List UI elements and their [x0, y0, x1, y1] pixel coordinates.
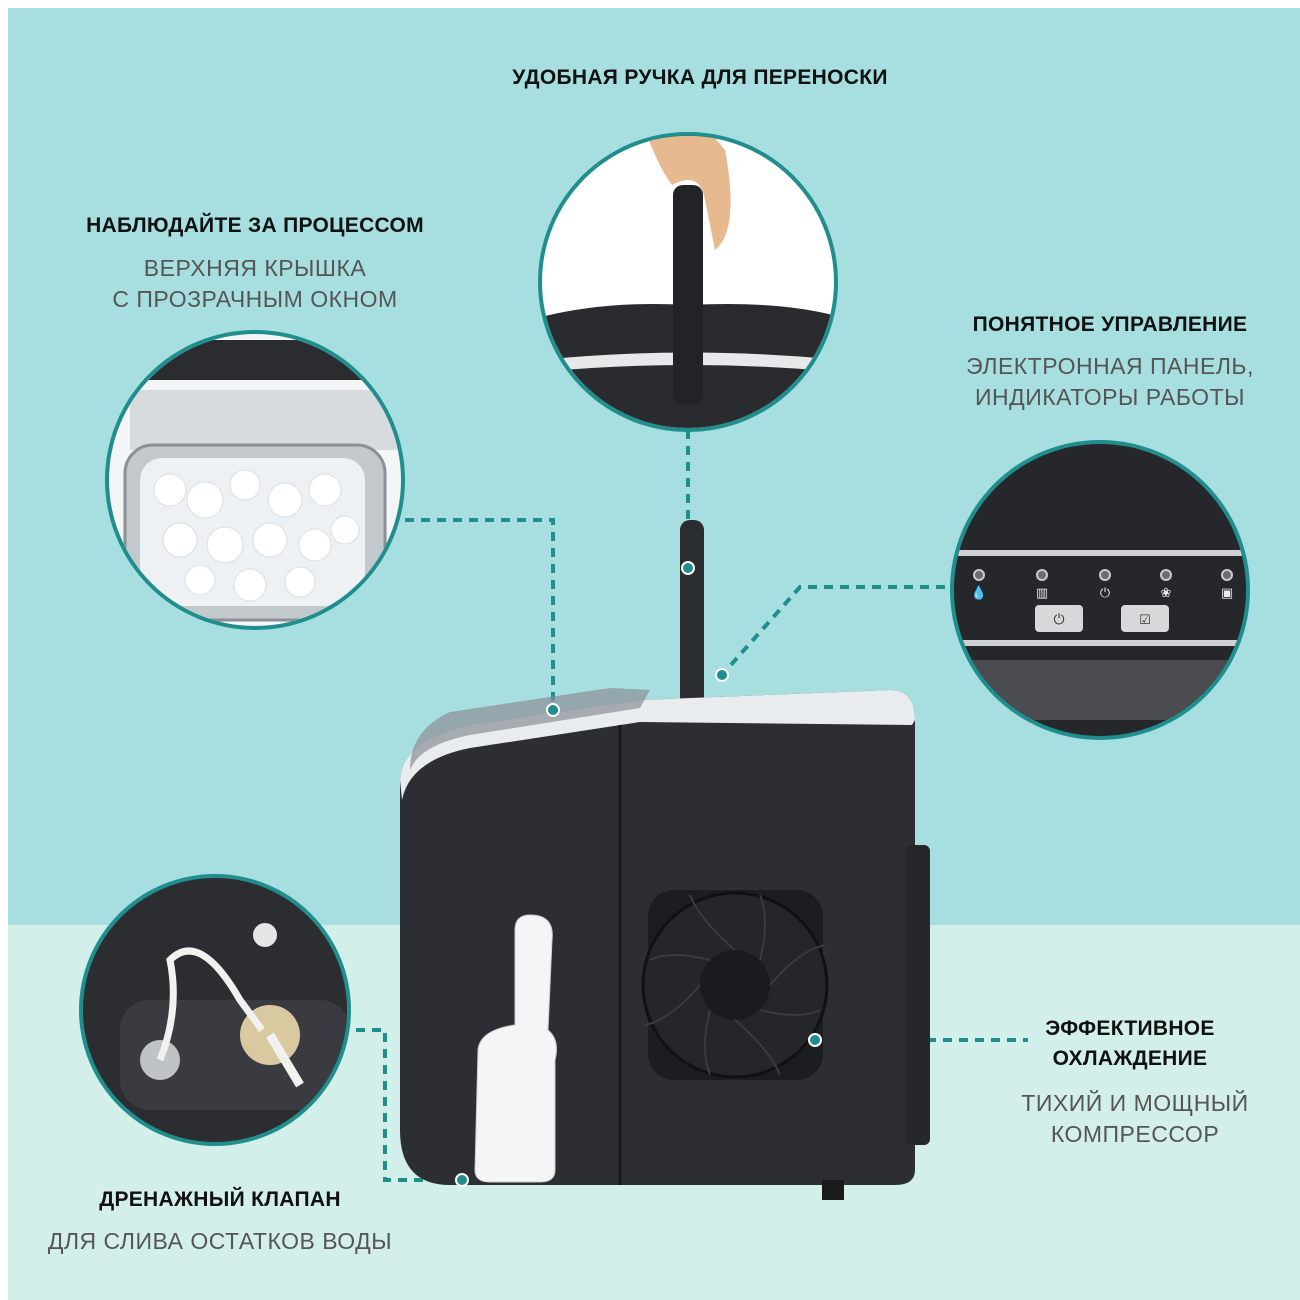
window-closeup	[105, 330, 405, 630]
window-subtitle-1: ВЕРХНЯЯ КРЫШКА	[143, 255, 367, 281]
select-button	[1121, 605, 1169, 632]
drain-subtitle: ДЛЯ СЛИВА ОСТАТКОВ ВОДЫ	[47, 1228, 393, 1254]
control-subtitle-2: ИНДИКАТОРЫ РАБОТЫ	[975, 384, 1245, 410]
ice-maker	[400, 520, 930, 1200]
control-subtitle-1: ЭЛЕКТРОННАЯ ПАНЕЛЬ,	[966, 353, 1254, 379]
ice-full-icon: ▣	[1221, 586, 1233, 601]
handle-closeup	[538, 132, 838, 432]
handle-title: УДОБНАЯ РУЧКА ДЛЯ ПЕРЕНОСКИ	[512, 66, 888, 89]
cooling-title-2: ОХЛАЖДЕНИЕ	[1052, 1047, 1208, 1070]
power-icon: ⏻	[1053, 612, 1064, 628]
cooling-title-1: ЭФФЕКТИВНОЕ	[1045, 1017, 1215, 1040]
power-icon: ⏻	[1100, 586, 1110, 601]
window-subtitle-2: С ПРОЗРАЧНЫМ ОКНОМ	[112, 286, 398, 312]
ice-scoop	[474, 914, 557, 1183]
select-icon: ☑	[1139, 613, 1151, 628]
window-title: НАБЛЮДАЙТЕ ЗА ПРОЦЕССОМ	[86, 214, 424, 237]
power-button	[1035, 605, 1083, 632]
cooling-subtitle-1: ТИХИЙ И МОЩНЫЙ	[1021, 1090, 1249, 1116]
connector-dots	[455, 561, 822, 1187]
drain-title: ДРЕНАЖНЫЙ КЛАПАН	[99, 1188, 341, 1211]
ice-size-icon: ❀	[1161, 586, 1172, 601]
water-drop-icon: 💧	[971, 585, 987, 601]
cooling-subtitle-2: КОМПРЕССОР	[1050, 1121, 1220, 1147]
drain-closeup	[79, 874, 351, 1146]
control-panel-closeup: 💧 ▥ ⏻ ❀ ▣ ⏻ ☑	[950, 440, 1250, 740]
ice-basket-icon: ▥	[1036, 586, 1048, 601]
control-title: ПОНЯТНОЕ УПРАВЛЕНИЕ	[972, 313, 1248, 336]
